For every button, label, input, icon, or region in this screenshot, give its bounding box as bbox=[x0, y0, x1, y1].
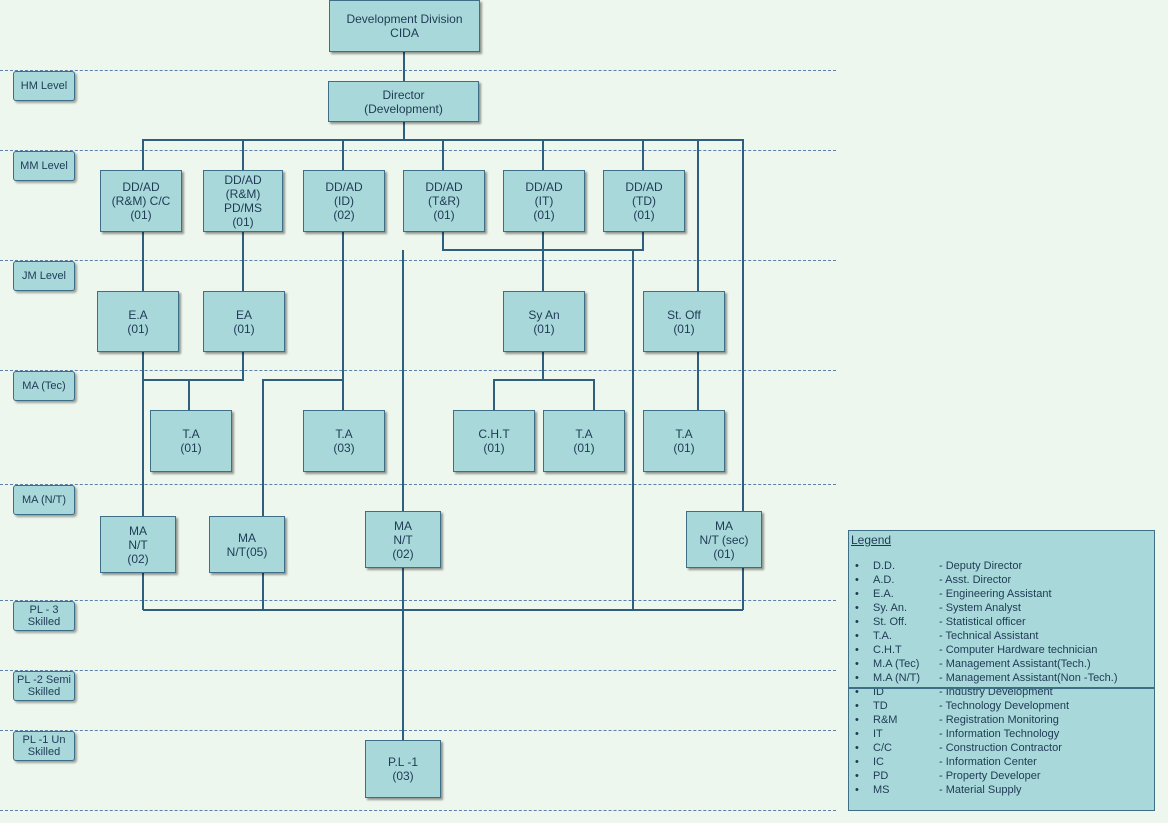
level-label-jm: JM Level bbox=[13, 261, 75, 291]
node-dd-tr: DD/AD (T&R) (01) bbox=[403, 170, 485, 232]
legend-item: IT- Information Technology bbox=[855, 727, 1118, 741]
level-divider bbox=[0, 484, 836, 485]
level-label-hm: HM Level bbox=[13, 71, 75, 101]
node-dd-rm-cc: DD/AD (R&M) C/C (01) bbox=[100, 170, 182, 232]
level-divider bbox=[0, 730, 836, 731]
node-ta-td: T.A (01) bbox=[643, 410, 725, 472]
node-ea-1: E.A (01) bbox=[97, 291, 179, 352]
legend-item: PD- Property Developer bbox=[855, 769, 1118, 783]
level-divider bbox=[0, 260, 836, 261]
node-ma-nt-sec: MA N/T (sec) (01) bbox=[686, 511, 762, 568]
node-ma-nt-02-left: MA N/T (02) bbox=[100, 516, 176, 573]
legend-item: Sy. An.- System Analyst bbox=[855, 601, 1118, 615]
legend-panel: Legend D.D.- Deputy Director A.D.- Asst.… bbox=[848, 530, 1155, 811]
legend-item: St. Off.- Statistical officer bbox=[855, 615, 1118, 629]
level-label-mm: MM Level bbox=[13, 151, 75, 181]
node-development-division: Development Division CIDA bbox=[329, 0, 480, 52]
level-label-ma-tec: MA (Tec) bbox=[13, 371, 75, 401]
legend-item: M.A (N/T)- Management Assistant(Non -Tec… bbox=[855, 671, 1117, 685]
node-ma-nt-05: MA N/T(05) bbox=[209, 516, 285, 573]
node-dd-td: DD/AD (TD) (01) bbox=[603, 170, 685, 232]
legend-item: A.D.- Asst. Director bbox=[855, 573, 1118, 587]
legend-divider bbox=[849, 687, 1154, 689]
node-ta-01: T.A (01) bbox=[150, 410, 232, 472]
node-ma-nt-02-center: MA N/T (02) bbox=[365, 511, 441, 568]
legend-title: Legend bbox=[851, 533, 892, 547]
legend-item: IC- Information Center bbox=[855, 755, 1118, 769]
node-dd-id: DD/AD (ID) (02) bbox=[303, 170, 385, 232]
node-cht: C.H.T (01) bbox=[453, 410, 535, 472]
legend-item: T.A.- Technical Assistant bbox=[855, 629, 1118, 643]
node-dd-rm-pdms: DD/AD (R&M) PD/MS (01) bbox=[203, 170, 283, 232]
legend-list: D.D.- Deputy Director A.D.- Asst. Direct… bbox=[855, 559, 1118, 797]
level-label-pl2: PL -2 Semi Skilled bbox=[13, 671, 75, 701]
node-pl-1: P.L -1 (03) bbox=[365, 740, 441, 798]
node-ta-it: T.A (01) bbox=[543, 410, 625, 472]
legend-item: MS- Material Supply bbox=[855, 783, 1118, 797]
legend-item: E.A.- Engineering Assistant bbox=[855, 587, 1118, 601]
level-label-ma-nt: MA (N/T) bbox=[13, 485, 75, 515]
node-sy-an: Sy An (01) bbox=[503, 291, 585, 352]
legend-item: C.H.T- Computer Hardware technician bbox=[855, 643, 1118, 657]
level-divider bbox=[0, 370, 836, 371]
node-ta-03: T.A (03) bbox=[303, 410, 385, 472]
level-divider bbox=[0, 670, 836, 671]
node-dd-it: DD/AD (IT) (01) bbox=[503, 170, 585, 232]
legend-item: C/C- Construction Contractor bbox=[855, 741, 1118, 755]
node-director: Director (Development) bbox=[328, 81, 479, 122]
level-label-pl3: PL - 3 Skilled bbox=[13, 601, 75, 631]
legend-item: ID- Industry Development bbox=[855, 685, 1118, 699]
level-divider bbox=[0, 600, 836, 601]
level-label-pl1: PL -1 Un Skilled bbox=[13, 731, 75, 761]
level-divider bbox=[0, 810, 836, 811]
legend-item: M.A (Tec)- Management Assistant(Tech.) bbox=[855, 657, 1118, 671]
legend-item: D.D.- Deputy Director bbox=[855, 559, 1118, 573]
legend-item: R&M- Registration Monitoring bbox=[855, 713, 1118, 727]
level-divider bbox=[0, 70, 836, 71]
level-divider bbox=[0, 150, 836, 151]
node-st-off: St. Off (01) bbox=[643, 291, 725, 352]
legend-item: TD- Technology Development bbox=[855, 699, 1118, 713]
node-ea-2: EA (01) bbox=[203, 291, 285, 352]
